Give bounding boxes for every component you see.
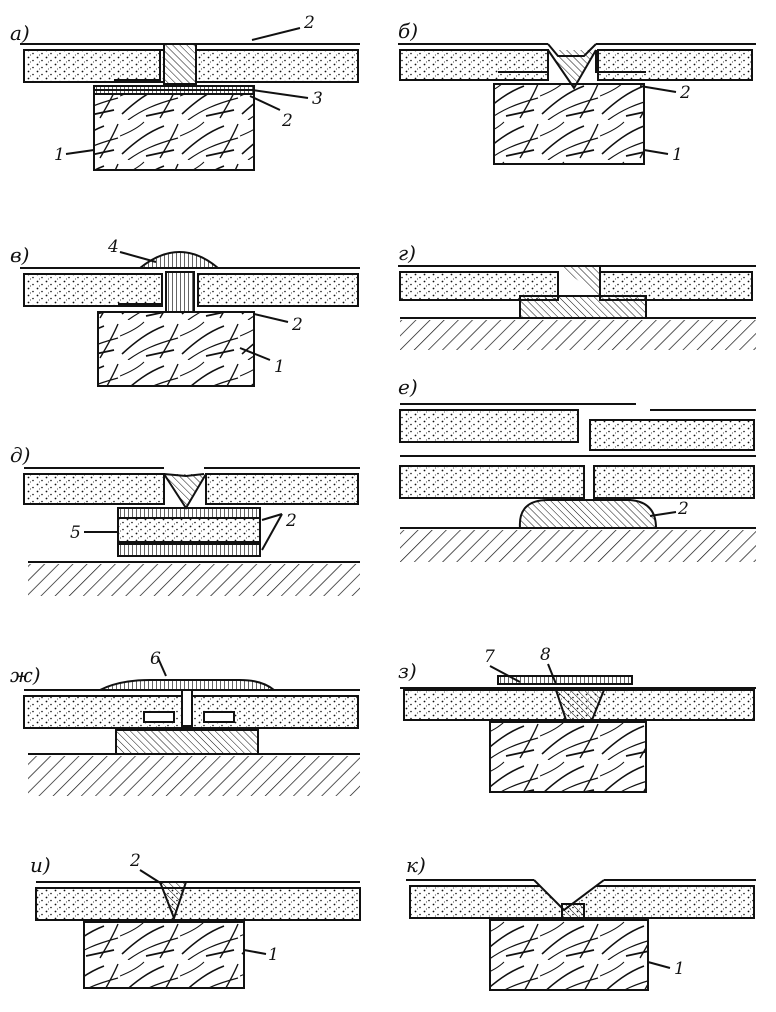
panel-label-d: д) xyxy=(10,443,30,467)
callout-v-2: 2 xyxy=(291,315,303,335)
panel-label-b: б) xyxy=(398,19,418,43)
panel-label-v: в) xyxy=(10,243,29,267)
callout-d-5: 5 xyxy=(70,523,81,543)
panel-k xyxy=(406,879,756,991)
panel-b xyxy=(398,43,756,165)
callout-a-1: 1 xyxy=(54,145,65,165)
panel-zh xyxy=(23,657,360,796)
panel-a xyxy=(20,27,360,171)
panel-z xyxy=(400,663,756,793)
callout-k-1: 1 xyxy=(674,959,685,979)
panel-label-k: к) xyxy=(406,853,426,877)
callout-z-8: 8 xyxy=(540,645,551,665)
callout-z-7: 7 xyxy=(484,647,495,667)
callout-i-1: 1 xyxy=(268,945,279,965)
panel-label-zh: ж) xyxy=(10,663,41,687)
panel-i xyxy=(35,869,361,989)
callout-i-2: 2 xyxy=(129,851,141,871)
panel-label-e: е) xyxy=(398,375,418,399)
callout-b-2: 2 xyxy=(679,83,691,103)
panel-e xyxy=(399,403,756,562)
callout-zh-6: 6 xyxy=(150,649,161,669)
callout-a-2-top: 2 xyxy=(303,13,315,33)
callout-a-3: 3 xyxy=(312,89,323,109)
callout-a-2-bottom: 2 xyxy=(281,111,293,131)
panel-label-a: а) xyxy=(10,21,30,45)
callout-b-1: 1 xyxy=(672,145,683,165)
callout-d-2: 2 xyxy=(285,511,297,531)
panel-v xyxy=(20,251,360,387)
panel-g xyxy=(398,265,756,350)
panel-label-g: г) xyxy=(398,241,416,265)
callout-e-2: 2 xyxy=(677,499,689,519)
panel-d xyxy=(23,467,360,596)
callout-v-1: 1 xyxy=(274,357,285,377)
callout-v-4: 4 xyxy=(107,237,119,257)
panel-label-i: и) xyxy=(30,853,51,877)
panel-label-z: з) xyxy=(398,659,417,683)
